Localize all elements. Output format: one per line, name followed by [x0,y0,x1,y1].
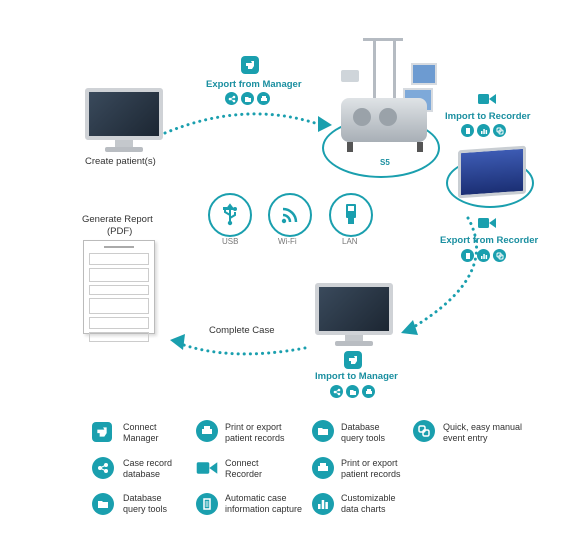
import-recorder-label: Import to Recorder [445,111,531,122]
arrowhead-report [170,334,185,350]
s5-machine [333,38,438,158]
arrow-create-to-device [163,112,320,135]
import-manager-icons [330,385,375,398]
folder-icon [346,385,359,398]
arrow-recorder-to-manager [410,216,478,330]
chart-icon [477,249,490,262]
generate-report-label: Generate Report [82,214,153,225]
event-entry-icon [493,249,506,262]
device-label: S5 [380,158,390,167]
chart-icon [477,124,490,137]
camera-icon [478,91,496,107]
lan-label: LAN [342,237,358,246]
hand-icon [241,56,259,74]
document-icon [461,249,474,262]
import-recorder-icons [461,124,506,137]
wifi-label: Wi-Fi [278,237,297,246]
document-icon [461,124,474,137]
share-icon [225,92,238,105]
folder-icon [241,92,254,105]
import-manager-label: Import to Manager [315,371,398,382]
report-document [83,240,155,342]
export-manager-icons [225,92,270,105]
wifi-icon [268,193,312,237]
camera-icon [478,216,496,235]
create-patient-label: Create patient(s) [85,156,156,167]
arrow-manager-to-report [176,341,307,356]
export-recorder-icons [461,249,506,262]
arrowhead-device [318,116,332,132]
printer-icon [257,92,270,105]
arrowhead-manager [401,320,418,335]
usb-label: USB [222,237,239,246]
export-recorder-label: Export from Recorder [440,235,539,246]
manager-monitor-bottom [315,283,393,347]
manager-monitor-top [85,88,163,153]
hand-icon [344,351,362,369]
usb-icon [208,193,252,237]
event-entry-icon [493,124,506,137]
share-icon [330,385,343,398]
recorder-screen [458,145,526,199]
complete-case-label: Complete Case [209,325,275,336]
export-manager-label: Export from Manager [206,79,302,90]
generate-report-sub: (PDF) [107,226,133,237]
lan-icon [329,193,373,237]
printer-icon [362,385,375,398]
